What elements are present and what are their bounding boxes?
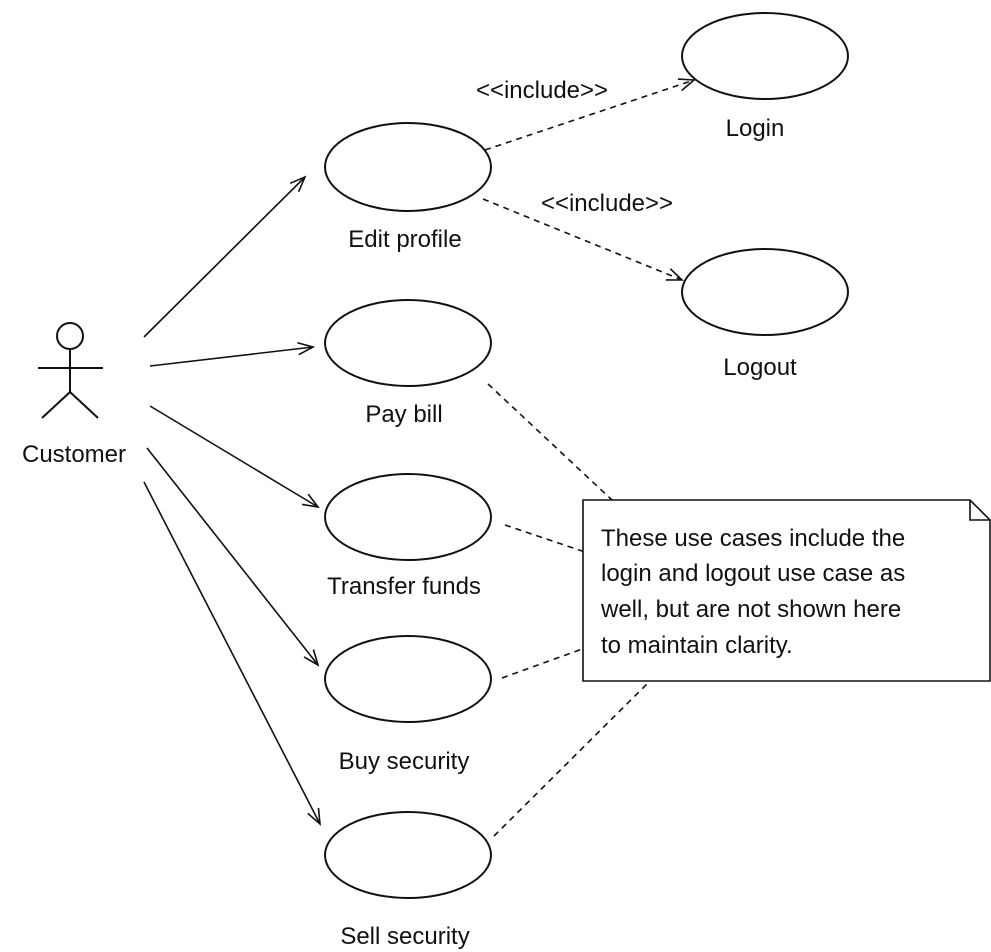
use-case-buy-security bbox=[324, 635, 492, 723]
use-case-pay-bill bbox=[324, 299, 492, 387]
use-case-pay-bill-label: Pay bill bbox=[365, 401, 442, 428]
association-transfer-funds bbox=[149, 405, 318, 507]
use-case-transfer-funds-label: Transfer funds bbox=[327, 573, 481, 600]
actor-head bbox=[56, 322, 84, 350]
note-folded-corner bbox=[969, 500, 990, 521]
note-line-3: well, but are not shown here bbox=[600, 596, 901, 623]
use-case-edit-profile-label: Edit profile bbox=[348, 226, 461, 253]
note-anchor-pay-bill bbox=[487, 383, 613, 501]
use-case-edit-profile bbox=[324, 122, 492, 212]
use-case-logout-label: Logout bbox=[723, 354, 797, 381]
use-case-buy-security-label: Buy security bbox=[339, 748, 470, 775]
actor-right-leg bbox=[69, 391, 99, 419]
use-case-logout bbox=[681, 248, 849, 336]
note-anchor-buy-security bbox=[501, 647, 586, 679]
note: These use cases include the login and lo… bbox=[582, 499, 991, 682]
association-edit-profile bbox=[143, 177, 305, 338]
use-case-login-label: Login bbox=[726, 115, 785, 142]
note-line-4: to maintain clarity. bbox=[601, 632, 793, 659]
include-login-arrow bbox=[484, 80, 694, 151]
include-logout-label: <<include>> bbox=[541, 190, 673, 217]
include-login-label: <<include>> bbox=[476, 77, 608, 104]
note-line-2: login and logout use case as bbox=[601, 560, 905, 587]
use-case-transfer-funds bbox=[324, 473, 492, 561]
association-pay-bill bbox=[149, 347, 313, 367]
association-buy-security bbox=[146, 447, 318, 665]
note-line-1: These use cases include the bbox=[601, 525, 905, 552]
actor-label: Customer bbox=[22, 441, 126, 468]
use-case-sell-security bbox=[324, 811, 492, 899]
customer-actor bbox=[38, 322, 103, 419]
association-sell-security bbox=[143, 481, 320, 824]
actor-left-leg bbox=[41, 391, 71, 419]
note-box bbox=[582, 499, 991, 682]
note-anchor-sell-security bbox=[493, 682, 649, 837]
use-case-sell-security-label: Sell security bbox=[340, 923, 469, 950]
use-case-login bbox=[681, 12, 849, 100]
note-anchor-transfer-funds bbox=[504, 524, 586, 553]
include-logout-arrow bbox=[482, 198, 682, 280]
